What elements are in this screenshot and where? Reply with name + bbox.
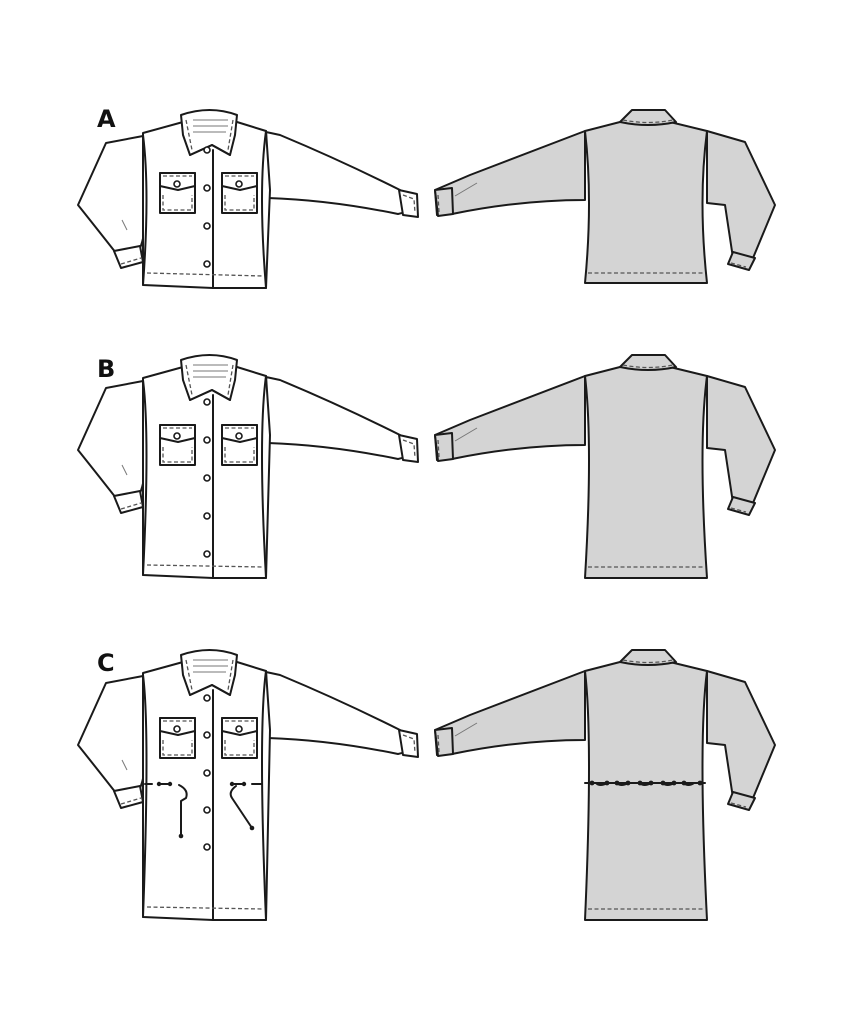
view-c-back-drawing (434, 649, 776, 921)
right-cuff (398, 189, 419, 218)
back-body (584, 121, 708, 284)
view-b-row: B (0, 245, 850, 605)
view-a-label: A (97, 105, 116, 133)
back-left-sleeve (434, 130, 586, 216)
drawstring-back (584, 780, 706, 786)
view-b-back-drawing (434, 354, 776, 579)
view-b-label: B (97, 355, 116, 383)
back-right-sleeve (706, 130, 776, 259)
view-c-front-drawing (77, 649, 419, 921)
back-body (584, 661, 708, 921)
back-collar (619, 109, 677, 126)
view-c-label: C (97, 649, 115, 677)
view-a-front-drawing (77, 109, 419, 289)
view-c-row: C (0, 540, 850, 960)
back-body (584, 366, 708, 579)
view-a-back-drawing (434, 109, 776, 284)
view-b-front-drawing (77, 354, 419, 579)
view-a-row: A (0, 0, 850, 320)
drawstring-front (144, 781, 263, 839)
